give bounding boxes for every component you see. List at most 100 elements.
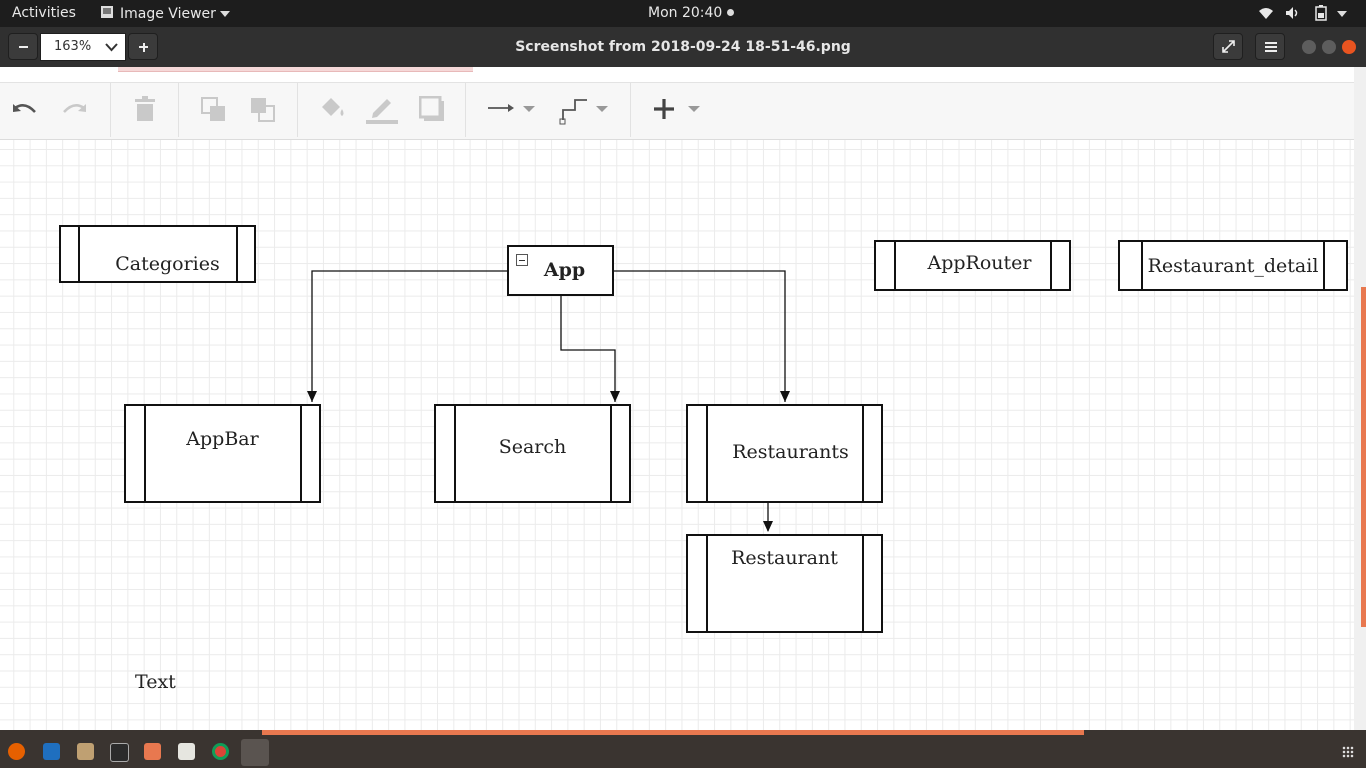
node-app[interactable]: App [507, 245, 614, 296]
system-menu-chevron-icon[interactable] [1337, 11, 1347, 17]
battery-icon[interactable] [1315, 5, 1327, 21]
node-side-bar [300, 406, 302, 501]
image-viewer-icon[interactable] [241, 739, 269, 766]
node-side-bar [610, 406, 612, 501]
maximize-button[interactable] [1322, 40, 1336, 54]
arrowhead-icon [780, 391, 790, 402]
node-side-bar [1050, 242, 1052, 289]
node-label: Categories [115, 253, 220, 275]
node-side-bar [862, 536, 864, 631]
wifi-icon[interactable] [1258, 6, 1274, 20]
connection-icon[interactable] [486, 102, 540, 116]
software-icon[interactable] [144, 743, 161, 760]
viewer-header-bar: 163% Screenshot from 2018-09-24 18-51-46… [0, 27, 1366, 67]
node-side-bar [862, 406, 864, 501]
diagram-canvas[interactable]: Categories App AppRouter Restaurant_deta… [0, 140, 1354, 730]
node-categories[interactable]: Categories [59, 225, 256, 283]
waypoints-icon[interactable] [559, 96, 613, 126]
node-label: Search [498, 436, 567, 458]
node-restaurant[interactable]: Restaurant [686, 534, 883, 633]
chevron-down-icon [105, 43, 118, 52]
hamburger-icon [1265, 42, 1277, 52]
notification-dot-icon [726, 9, 734, 16]
node-label: Restaurant_detail [1147, 255, 1319, 277]
app-grid-icon[interactable] [1342, 746, 1354, 758]
node-side-bar [706, 406, 708, 501]
chevron-down-icon [219, 11, 230, 17]
firefox-icon[interactable] [8, 743, 25, 760]
zoom-out-button[interactable] [8, 33, 38, 60]
edge-app-restaurants[interactable] [613, 270, 786, 402]
files-icon[interactable] [77, 743, 94, 760]
node-label: Restaurant [731, 547, 838, 569]
hamburger-middle-bar [1265, 46, 1277, 48]
node-side-bar [1323, 242, 1325, 289]
window-title: Screenshot from 2018-09-24 18-51-46.png [515, 39, 851, 55]
diagram-toolbar [0, 82, 1354, 141]
image-view[interactable]: Categories App AppRouter Restaurant_deta… [0, 67, 1366, 730]
node-restaurants[interactable]: Restaurants [686, 404, 883, 503]
close-button[interactable] [1342, 40, 1356, 54]
toolbar-separator [630, 83, 631, 137]
shadow-icon[interactable] [419, 96, 445, 122]
terminal-icon[interactable] [110, 743, 129, 762]
edge-app-appbar[interactable] [311, 270, 508, 402]
node-side-bar [454, 406, 456, 501]
app-menu-label: Image Viewer [120, 6, 216, 22]
thunderbird-icon[interactable] [43, 743, 60, 760]
zoom-in-button[interactable] [128, 33, 158, 60]
text-label[interactable]: Text [135, 671, 176, 693]
toolbar-separator [178, 83, 179, 137]
node-search[interactable]: Search [434, 404, 631, 503]
fill-color-icon[interactable] [318, 95, 348, 123]
node-side-bar [1141, 242, 1143, 289]
system-top-bar: Activities Image Viewer Mon 20:40 [0, 0, 1366, 27]
node-label: Restaurants [732, 441, 849, 463]
undo-icon[interactable] [11, 100, 39, 120]
arrowhead-icon [763, 521, 773, 532]
node-label: App [543, 259, 586, 281]
activities-button[interactable]: Activities [12, 5, 76, 21]
node-label: AppRouter [927, 252, 1032, 274]
vertical-scrollbar-thumb[interactable] [1361, 287, 1366, 627]
node-side-bar [236, 227, 238, 281]
collapse-icon-minus [519, 259, 525, 261]
fullscreen-icon [1222, 40, 1235, 53]
node-app-router[interactable]: AppRouter [874, 240, 1071, 291]
node-appbar[interactable]: AppBar [124, 404, 321, 503]
zoom-level-field[interactable]: 163% [40, 33, 126, 61]
clock-label: Mon 20:40 [648, 5, 723, 21]
image-viewer-icon [101, 6, 113, 18]
toolbar-separator [297, 83, 298, 137]
main-menu-button[interactable] [1255, 33, 1285, 60]
to-front-icon[interactable] [201, 97, 227, 123]
fullscreen-button[interactable] [1213, 33, 1243, 60]
to-back-icon[interactable] [250, 97, 276, 123]
node-side-bar [144, 406, 146, 501]
zoom-level-value: 163% [54, 39, 92, 54]
line-color-icon[interactable] [365, 95, 399, 125]
clock[interactable]: Mon 20:40 [648, 5, 734, 21]
delete-icon[interactable] [134, 96, 156, 122]
edge-app-search[interactable] [560, 295, 616, 402]
image-top-strip [118, 67, 473, 72]
app-menu[interactable]: Image Viewer [100, 5, 230, 22]
minimize-button[interactable] [1302, 40, 1316, 54]
arrowhead-icon [307, 391, 317, 402]
collapse-icon[interactable] [516, 254, 528, 266]
node-side-bar [706, 536, 708, 631]
node-side-bar [894, 242, 896, 289]
horizontal-scrollbar-thumb[interactable] [262, 730, 1084, 735]
node-restaurant-detail[interactable]: Restaurant_detail [1118, 240, 1348, 291]
minus-icon [19, 46, 28, 48]
chrome-icon[interactable] [212, 743, 229, 760]
node-label: AppBar [186, 428, 259, 450]
redo-icon[interactable] [60, 100, 88, 120]
arrowhead-icon [610, 391, 620, 402]
node-side-bar [78, 227, 80, 281]
plus-icon-vertical [142, 42, 145, 52]
dock [0, 730, 1366, 768]
insert-icon[interactable] [652, 97, 704, 121]
text-editor-icon[interactable] [178, 743, 195, 760]
volume-icon[interactable] [1285, 6, 1301, 20]
